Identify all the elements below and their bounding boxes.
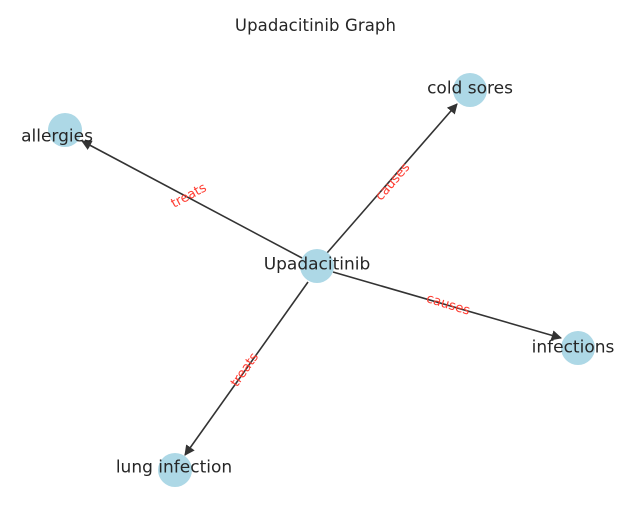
node-circle-upadacitinib[interactable]: [300, 249, 334, 283]
node-circle-cold-sores[interactable]: [453, 73, 487, 107]
edge-lines-group: [81, 103, 562, 456]
node-label-infections: infections: [531, 337, 615, 358]
edge-line-causes-infections: [332, 271, 562, 341]
node-circle-allergies[interactable]: [48, 113, 82, 147]
node-circle-infections[interactable]: [561, 331, 595, 365]
edge-line-treats-allergies: [81, 140, 303, 259]
node-label-lung-infection: lung infection: [115, 457, 233, 478]
page-title: Upadacitinib Graph: [234, 16, 397, 35]
edge-line-causes-cold-sores: [326, 103, 458, 254]
node-circles-group: [48, 73, 595, 487]
edge-line-treats-lung-infection: [184, 281, 309, 456]
node-label-cold-sores: cold sores: [427, 78, 513, 99]
node-label-upadacitinib: Upadacitinib: [263, 254, 371, 275]
node-label-allergies: allergies: [21, 126, 93, 147]
node-circle-lung-infection[interactable]: [158, 453, 192, 487]
